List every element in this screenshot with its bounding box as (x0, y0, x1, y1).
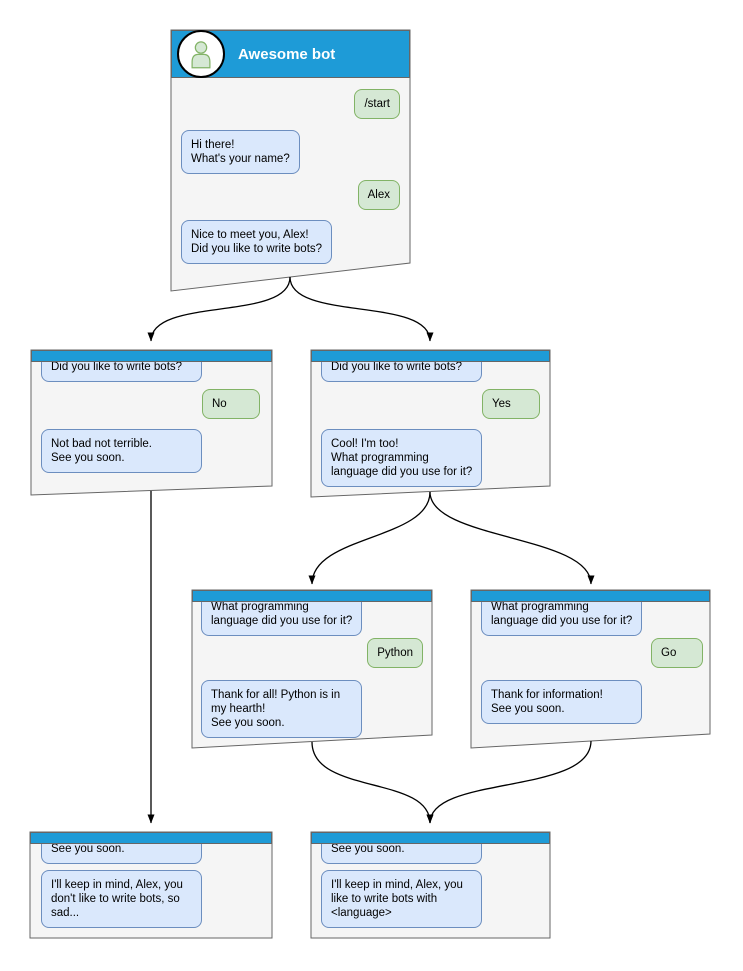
bot-avatar (177, 30, 225, 78)
branch-yes-window-titlebar[interactable] (311, 350, 550, 362)
end-no-window-titlebar[interactable] (30, 832, 272, 844)
arrow-yes-to-python[interactable] (308, 491, 431, 585)
user-answer-no[interactable]: No (202, 389, 260, 419)
bot-reply-go[interactable]: Thank for information! See you soon. (481, 680, 642, 724)
arrow-python-to-end[interactable] (311, 741, 434, 824)
bot-message-ask-bots[interactable]: Nice to meet you, Alex! Did you like to … (181, 220, 333, 264)
bot-message-keep-in-mind-yes[interactable]: I'll keep in mind, Alex, you like to wri… (321, 870, 482, 928)
bot-reply-no[interactable]: Not bad not terrible. See you soon. (41, 429, 202, 473)
arrow-yes-to-go[interactable] (429, 491, 595, 585)
person-icon (191, 41, 211, 69)
branch-go-window-titlebar[interactable] (471, 590, 710, 602)
user-answer-yes[interactable]: Yes (482, 389, 540, 419)
bot-reply-python[interactable]: Thank for all! Python is in my hearth! S… (201, 680, 362, 738)
arrow-root-to-yes[interactable] (289, 276, 434, 342)
bot-message-keep-in-mind-no[interactable]: I'll keep in mind, Alex, you don't like … (41, 870, 202, 928)
bot-message-greeting[interactable]: Hi there! What's your name? (181, 130, 300, 174)
branch-no-window-titlebar[interactable] (31, 350, 272, 362)
user-answer-python[interactable]: Python (367, 638, 423, 668)
user-answer-go[interactable]: Go (651, 638, 703, 668)
root-window-header[interactable]: Awesome bot (171, 30, 410, 78)
user-message-start[interactable]: /start (354, 89, 400, 119)
arrow-root-to-no[interactable] (147, 276, 291, 342)
end-yes-window-titlebar[interactable] (311, 832, 550, 844)
arrow-go-to-end[interactable] (426, 740, 592, 824)
user-message-name[interactable]: Alex (357, 180, 400, 210)
bot-reply-yes[interactable]: Cool! I'm too! What programming language… (321, 429, 482, 487)
bot-title: Awesome bot (238, 45, 336, 63)
branch-python-window-titlebar[interactable] (192, 590, 432, 602)
